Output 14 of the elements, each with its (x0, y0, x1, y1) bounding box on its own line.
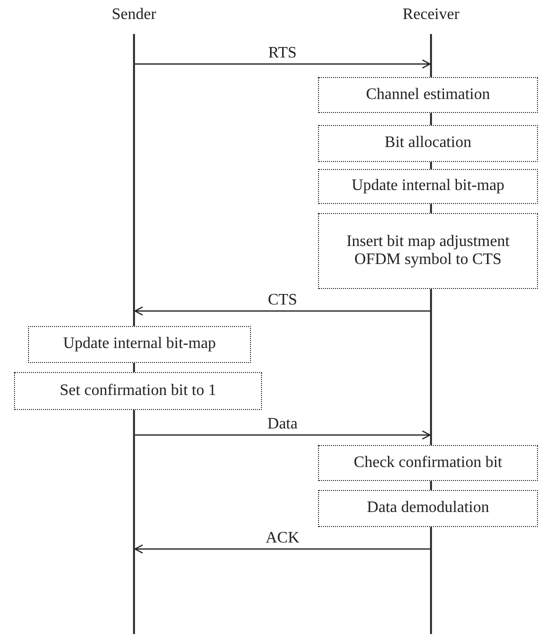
process-box: Update internal bit-map (28, 326, 251, 363)
process-box: Data demodulation (318, 490, 538, 527)
process-box: Set confirmation bit to 1 (14, 372, 262, 410)
process-box: Bit allocation (318, 125, 538, 162)
arrow (134, 306, 430, 316)
process-box: Check confirmation bit (318, 445, 538, 481)
process-box: Channel estimation (318, 77, 538, 113)
lifeline-label: Sender (94, 4, 174, 26)
arrow (135, 59, 431, 69)
process-box: Insert bit map adjustment OFDM symbol to CTS (318, 213, 538, 289)
arrow (134, 544, 430, 554)
arrow (135, 430, 431, 440)
process-box: Update internal bit-map (318, 169, 538, 204)
lifeline-label: Receiver (391, 4, 471, 26)
